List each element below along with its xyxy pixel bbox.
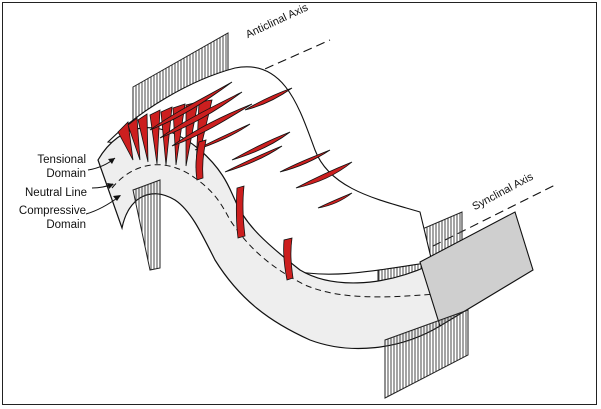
tensional-domain-line-1: Tensional (37, 154, 86, 166)
fracture-2 (137, 113, 149, 163)
compressive-domain-line-2: Domain (46, 218, 86, 231)
fracture-19 (283, 237, 294, 281)
fracture-17 (244, 87, 293, 111)
compressive-domain-line-1: Compressive (18, 205, 86, 217)
fracture-9 (159, 91, 243, 139)
fracture-14 (279, 149, 331, 173)
fracture-18 (235, 185, 246, 239)
fracture-15 (295, 161, 353, 189)
neutral-line-label: Neutral Line (25, 187, 88, 199)
layer-end-face (419, 211, 534, 327)
neutral-line (111, 164, 437, 298)
fracture-11 (194, 123, 251, 151)
fracture-12 (224, 145, 283, 173)
neutral-arrowhead-icon (107, 183, 114, 189)
anticline-axial-plane-front (132, 179, 161, 271)
fracture-16 (317, 192, 353, 209)
tensional-domain-label: Tensional Domain (22, 154, 86, 180)
fracture-1 (127, 117, 141, 161)
fracture-13 (231, 131, 291, 161)
tension-fractures (117, 81, 353, 281)
tensional-arrowhead-icon (108, 158, 115, 164)
tensional-domain-line-2: Domain (46, 167, 86, 180)
compressive-domain-label: Compressive Domain (14, 205, 86, 231)
fracture-3 (149, 109, 161, 165)
fracture-5 (172, 103, 186, 166)
fracture-8 (149, 81, 233, 131)
syncline-axial-plane-front (384, 309, 469, 399)
fracture-20 (195, 139, 207, 181)
fracture-10 (171, 103, 253, 147)
fracture-0 (117, 121, 134, 161)
compressive-arrowhead-icon (113, 195, 121, 201)
